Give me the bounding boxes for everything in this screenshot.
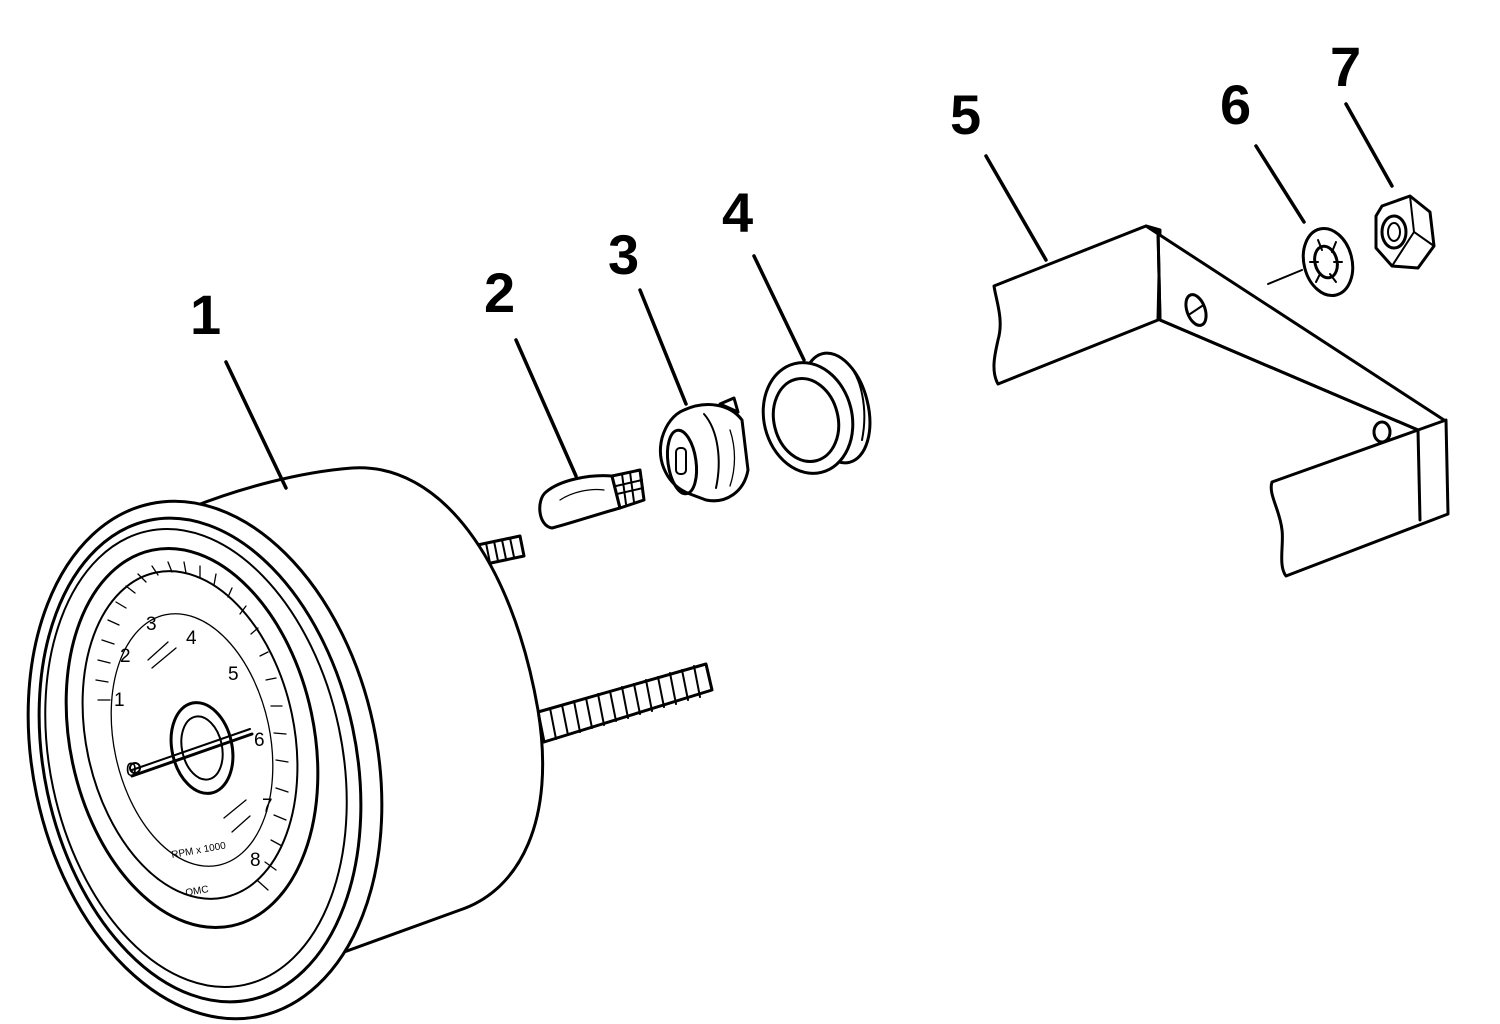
leader-5 — [984, 154, 1048, 262]
callout-6: 6 — [1220, 73, 1251, 136]
leader-7 — [1344, 102, 1394, 188]
dial-number-2: 2 — [120, 646, 131, 667]
dial-number-5: 5 — [228, 664, 239, 685]
leader-3 — [638, 288, 688, 406]
tachometer-icon: 0 1 2 3 4 5 6 7 8 RPM x 1000 OMC — [26, 466, 714, 1021]
dial-number-1: 1 — [114, 690, 125, 711]
hex-nut-icon — [1374, 194, 1436, 270]
callout-3: 3 — [608, 223, 639, 286]
lock-washer-icon — [1267, 227, 1355, 297]
leader-lines — [224, 102, 1394, 490]
callout-5: 5 — [950, 83, 981, 146]
callout-1: 1 — [190, 283, 221, 346]
leader-2 — [514, 338, 578, 478]
dial-number-8: 8 — [250, 850, 261, 871]
dial-number-0: 0 — [126, 760, 137, 781]
leader-1 — [224, 360, 288, 490]
long-stud-icon — [536, 662, 714, 744]
dial-number-3: 3 — [146, 614, 157, 635]
grommet-icon — [761, 351, 872, 475]
bulb-icon — [538, 468, 646, 530]
bulb-socket-icon — [659, 396, 750, 503]
leader-6 — [1254, 144, 1306, 224]
leader-4 — [752, 254, 806, 362]
dial-brand-label: OMC — [185, 884, 210, 899]
callout-2: 2 — [484, 261, 515, 324]
dial-number-7: 7 — [262, 796, 273, 817]
mounting-bracket-icon — [992, 224, 1450, 578]
dial-number-4: 4 — [186, 628, 197, 649]
callout-4: 4 — [722, 181, 753, 244]
callout-7: 7 — [1330, 35, 1361, 98]
dial-number-6: 6 — [254, 730, 265, 751]
